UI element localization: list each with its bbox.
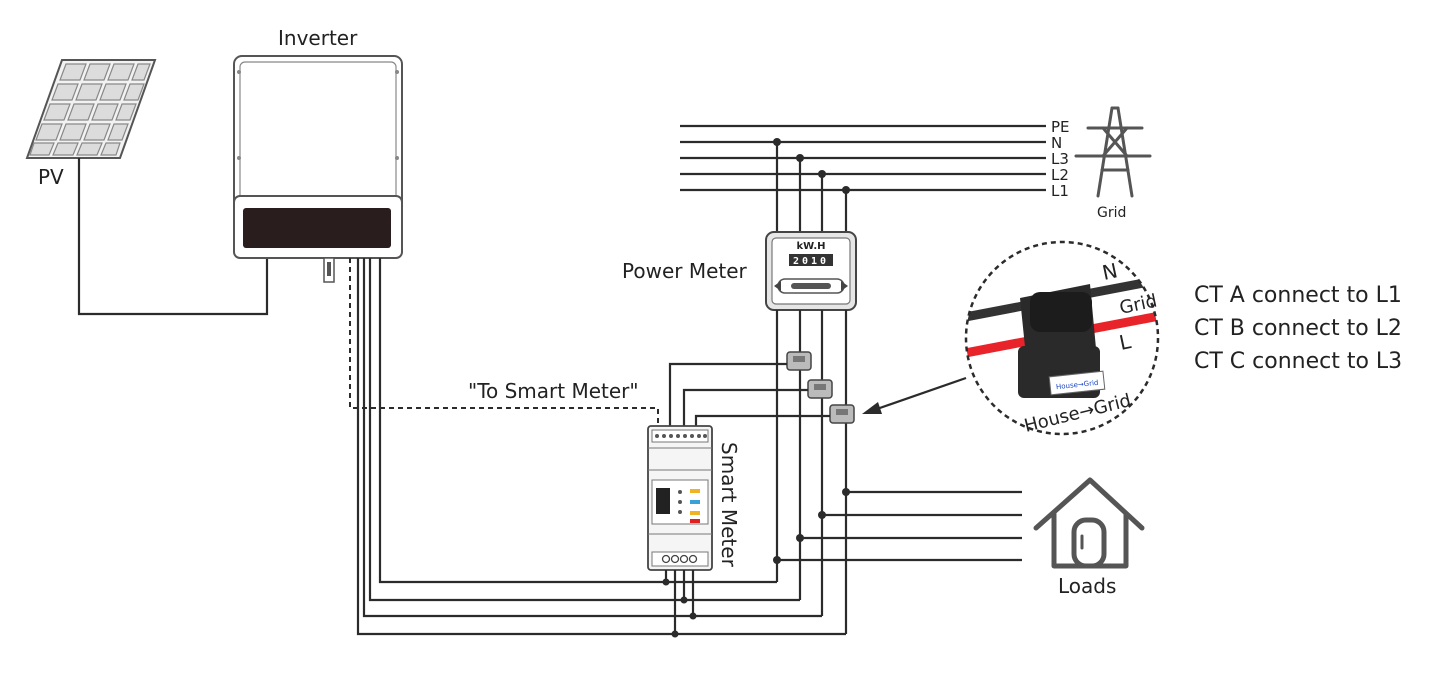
grid-line-pe: PE	[1051, 118, 1070, 136]
loads-label: Loads	[1058, 574, 1116, 598]
ct-b-note: CT B connect to L2	[1194, 316, 1402, 341]
ct-a-note: CT A connect to L1	[1194, 283, 1402, 308]
meter-drop-wires	[775, 142, 848, 232]
grid-line-l3: L3	[1051, 150, 1069, 168]
inverter-label: Inverter	[278, 26, 358, 50]
grid-pylon-icon	[1074, 106, 1152, 198]
grid-label: Grid	[1097, 205, 1126, 221]
callout-wire-n: N	[1100, 258, 1120, 285]
grid-line-l2: L2	[1051, 166, 1069, 184]
house-loads-icon	[1033, 477, 1145, 569]
smart-meter-supply-leads	[664, 570, 695, 634]
ct-clamp-a-icon	[786, 351, 812, 371]
meter-unit: kW.H	[796, 241, 825, 252]
pv-label: PV	[38, 165, 64, 189]
smart-meter-icon	[647, 425, 713, 571]
callout-pointer-arrow	[862, 376, 967, 414]
smart-meter-comm-cable	[349, 258, 659, 426]
meter-reading: 2010	[793, 256, 829, 267]
smart-meter-label: Smart Meter	[717, 442, 741, 568]
grid-line-l1: L1	[1051, 182, 1069, 200]
ct-clamp-c-icon	[829, 404, 855, 424]
ct-lead-wires	[668, 362, 830, 426]
pv-panel-icon	[25, 59, 157, 159]
load-feed-wires	[777, 490, 1022, 562]
pv-cable	[77, 158, 269, 316]
to-smart-meter-label: "To Smart Meter"	[468, 379, 639, 403]
inverter-icon	[233, 55, 403, 283]
power-meter-label: Power Meter	[622, 259, 748, 283]
power-meter-icon	[765, 231, 857, 311]
inverter-ac-cables	[356, 258, 846, 636]
ct-callout-magnifier	[964, 240, 1160, 436]
grid-line-n: N	[1051, 134, 1062, 152]
ct-clamp-b-icon	[807, 379, 833, 399]
grid-bus-lines	[680, 124, 1046, 192]
ct-c-note: CT C connect to L3	[1194, 349, 1402, 374]
